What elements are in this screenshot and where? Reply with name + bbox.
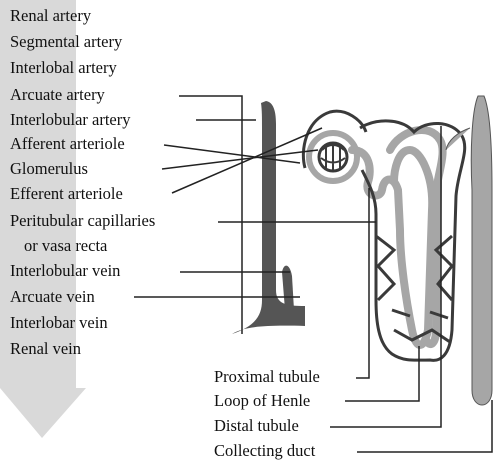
label-interlobal-artery: Interlobal artery [10, 58, 117, 78]
label-glomerulus: Glomerulus [10, 159, 88, 179]
label-renal-vein: Renal vein [10, 339, 81, 359]
label-interlobar-vein: Interlobar vein [10, 313, 108, 333]
leader-loop-of-henle [345, 346, 419, 401]
glomerulus-group [303, 111, 366, 181]
leader-efferent-arteriole [172, 128, 322, 193]
label-segmental-artery: Segmental artery [10, 32, 122, 52]
label-interlobular-artery: Interlobular artery [10, 110, 130, 130]
arcuate-vessel [232, 101, 305, 334]
label-collecting-duct: Collecting duct [214, 441, 315, 461]
label-arcuate-vein: Arcuate vein [10, 287, 95, 307]
label-peritubular-capillaries: Peritubular capillaries [10, 211, 155, 231]
label-renal-artery: Renal artery [10, 6, 91, 26]
label-vasa-recta: or vasa recta [24, 236, 107, 256]
label-distal-tubule: Distal tubule [214, 416, 299, 436]
label-loop-of-henle: Loop of Henle [214, 391, 310, 411]
label-afferent-arteriole: Afferent arteriole [10, 134, 125, 154]
label-interlobular-vein: Interlobular vein [10, 261, 120, 281]
label-proximal-tubule: Proximal tubule [214, 367, 320, 387]
leader-collecting-duct [357, 400, 492, 452]
label-efferent-arteriole: Efferent arteriole [10, 184, 123, 204]
label-arcuate-artery: Arcuate artery [10, 85, 105, 105]
leader-proximal-tubule [356, 188, 369, 378]
leader-glomerulus [162, 150, 318, 169]
leader-arcuate-artery [179, 96, 242, 334]
